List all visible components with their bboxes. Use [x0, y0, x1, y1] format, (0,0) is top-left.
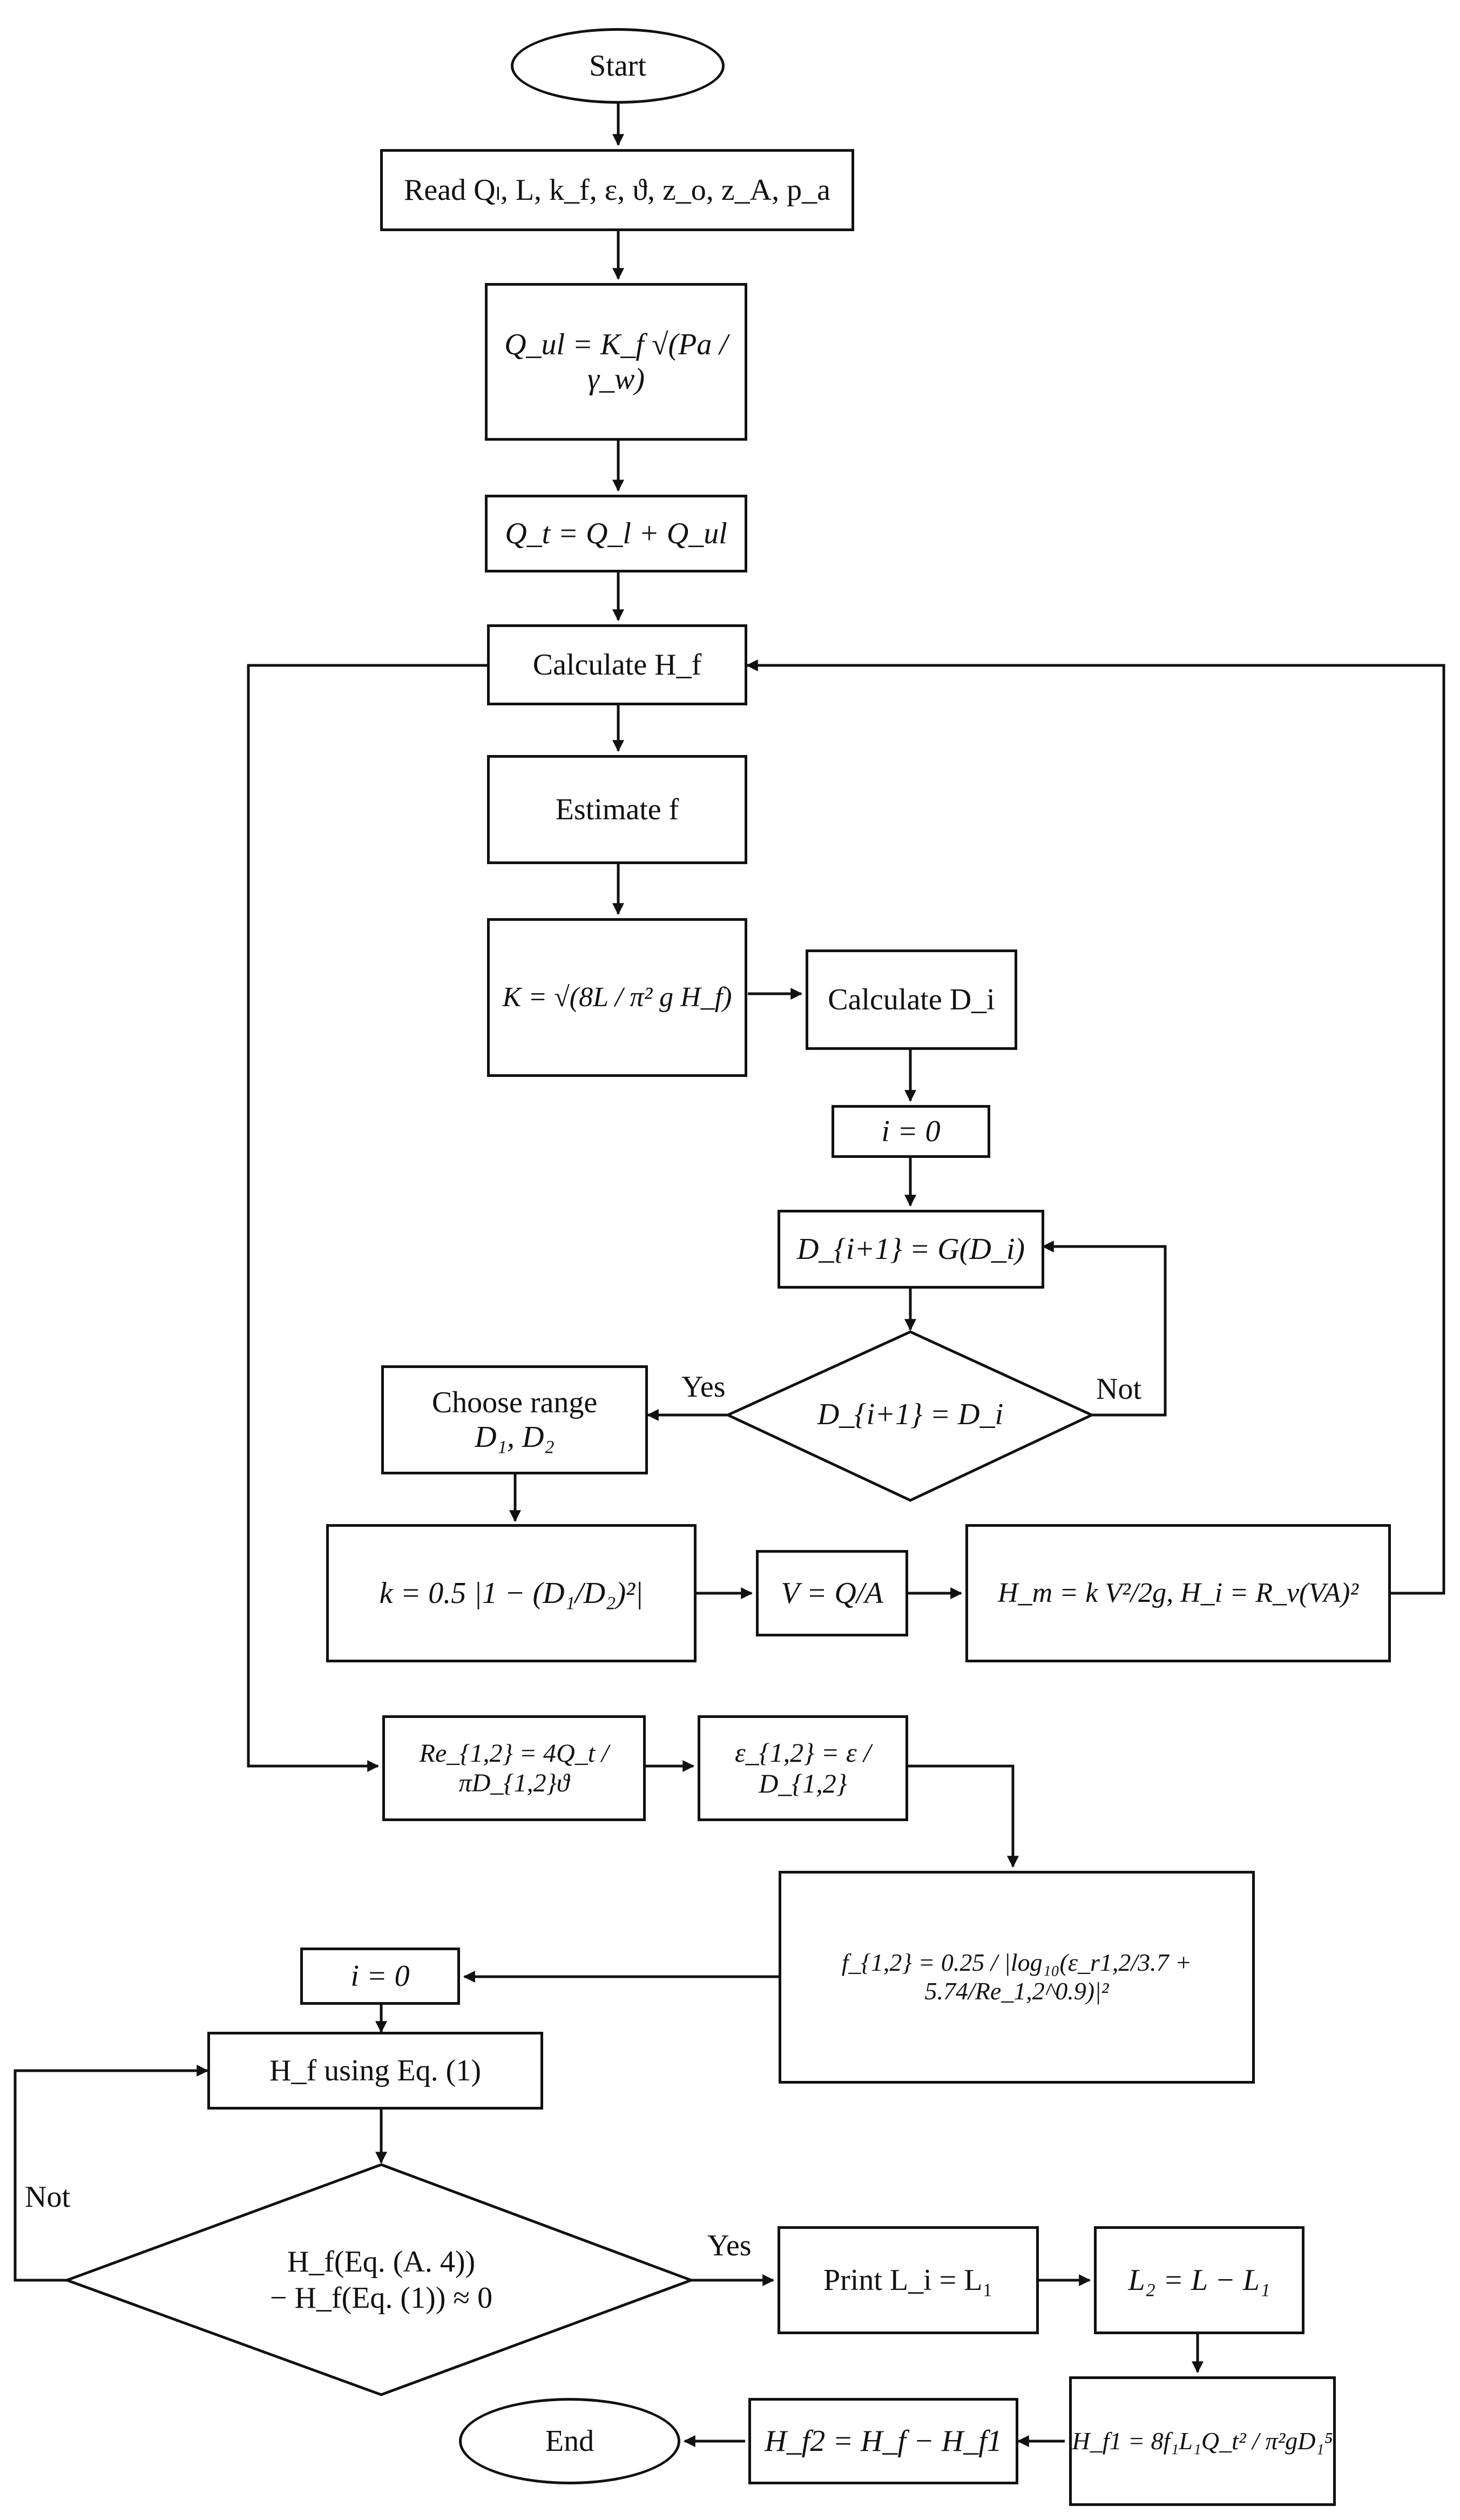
- arrows: [13, 104, 1445, 2447]
- friction-factor-formula: f_{1,2} = 0.25 / |log₁₀(ε_r1,2/3.7 + 5.7…: [841, 1949, 1192, 2005]
- qt-formula-box: Q_t = Q_l + Q_ul: [485, 495, 747, 572]
- decision-diamond-1: [725, 1330, 1095, 1502]
- hf1-formula: H_f1 = 8f₁L₁Q_t² / π²gD₁⁵: [1072, 2427, 1333, 2455]
- i-zero-top-box: i = 0: [832, 1105, 990, 1158]
- relative-roughness-formula: ε_{1,2} = ε / D_{1,2}: [734, 1737, 871, 1799]
- decision-2-line-2: − H_f(Eq. (1)) ≈ 0: [269, 2281, 493, 2315]
- estimate-f-box: Estimate f: [487, 755, 747, 864]
- iteration-box: D_{i+1} = G(D_i): [778, 1210, 1044, 1289]
- calculate-di-box: Calculate D_i: [806, 949, 1017, 1050]
- calculate-hf-label: Calculate H_f: [532, 648, 702, 682]
- not-label-1: Not: [1096, 1372, 1141, 1406]
- hf-eq1-label: H_f using Eq. (1): [269, 2053, 481, 2087]
- l2-label: L₂ = L − L₁: [1128, 2263, 1270, 2297]
- i-zero-bottom-box: i = 0: [300, 1948, 460, 2005]
- l2-box: L₂ = L − L₁: [1094, 2226, 1304, 2334]
- choose-range-label-1: Choose range: [431, 1385, 598, 1419]
- calculate-di-label: Calculate D_i: [828, 982, 995, 1016]
- start-label: Start: [589, 49, 646, 83]
- choose-range-box: Choose range D₁, D₂: [381, 1365, 648, 1474]
- read-inputs-box: Read Qₗ, L, k_f, ε, ϑ, z_o, z_A, p_a: [380, 149, 854, 231]
- calculate-hf-box: Calculate H_f: [487, 624, 747, 705]
- reynolds-box: Re_{1,2} = 4Q_t / πD_{1,2}ϑ: [382, 1715, 646, 1821]
- arrow-calchf-reynolds: [247, 664, 487, 1772]
- start-terminal: Start: [511, 28, 725, 104]
- hf2-formula: H_f2 = H_f − H_f1: [765, 2424, 1002, 2458]
- hf1-box: H_f1 = 8f₁L₁Q_t² / π²gD₁⁵: [1069, 2376, 1336, 2506]
- i-zero-top-label: i = 0: [881, 1114, 941, 1148]
- qul-formula-box: Q_ul = K_f √(Pa / γ_w): [485, 283, 747, 441]
- choose-range-label-2: D₁, D₂: [475, 1420, 555, 1454]
- print-l-box: Print L_i = L₁: [778, 2226, 1039, 2334]
- yes-label-2: Yes: [707, 2229, 752, 2262]
- qt-formula: Q_t = Q_l + Q_ul: [505, 516, 727, 550]
- hf2-box: H_f2 = H_f − H_f1: [748, 2398, 1018, 2484]
- k-loss-formula: k = 0.5 |1 − (D₁/D₂)²|: [379, 1576, 644, 1610]
- decision-2-label: H_f(Eq. (A. 4)) − H_f(Eq. (1)) ≈ 0: [187, 2237, 576, 2323]
- velocity-formula: V = Q/A: [781, 1576, 883, 1610]
- qul-formula: Q_ul = K_f √(Pa / γ_w): [504, 327, 728, 396]
- end-terminal: End: [459, 2398, 680, 2484]
- arrow-not-loop-2: [13, 2065, 209, 2282]
- velocity-box: V = Q/A: [756, 1550, 908, 1636]
- head-loss-formula: H_m = k V²/2g, H_i = R_v(VA)²: [998, 1578, 1358, 1609]
- decision-1-label: D_{i+1} = D_i: [817, 1398, 1004, 1432]
- end-label: End: [545, 2424, 594, 2458]
- arrow-headloss-calchf: [746, 659, 1445, 1595]
- yes-label-1: Yes: [681, 1370, 726, 1404]
- print-l-label: Print L_i = L₁: [823, 2263, 993, 2297]
- k-formula: K = √(8L / π² g H_f): [502, 982, 732, 1013]
- head-loss-box: H_m = k V²/2g, H_i = R_v(VA)²: [965, 1524, 1391, 1662]
- estimate-f-label: Estimate f: [555, 792, 679, 826]
- relative-roughness-box: ε_{1,2} = ε / D_{1,2}: [698, 1715, 908, 1821]
- iteration-label: D_{i+1} = G(D_i): [796, 1232, 1025, 1266]
- arrow-not-loop: [1042, 1241, 1167, 1417]
- k-loss-box: k = 0.5 |1 − (D₁/D₂)²|: [326, 1524, 697, 1662]
- decision-2-line-1: H_f(Eq. (A. 4)): [287, 2245, 476, 2279]
- arrow-relrough-friction: [908, 1764, 1019, 1868]
- decision-diamond-2: [63, 2163, 695, 2396]
- reynolds-formula: Re_{1,2} = 4Q_t / πD_{1,2}ϑ: [419, 1739, 609, 1797]
- k-formula-box: K = √(8L / π² g H_f): [487, 918, 747, 1077]
- i-zero-bottom-label: i = 0: [350, 1959, 410, 1993]
- hf-eq1-box: H_f using Eq. (1): [207, 2032, 543, 2110]
- friction-factor-box: f_{1,2} = 0.25 / |log₁₀(ε_r1,2/3.7 + 5.7…: [779, 1871, 1255, 2084]
- not-label-2: Not: [25, 2180, 70, 2214]
- read-inputs-label: Read Qₗ, L, k_f, ε, ϑ, z_o, z_A, p_a: [404, 173, 830, 207]
